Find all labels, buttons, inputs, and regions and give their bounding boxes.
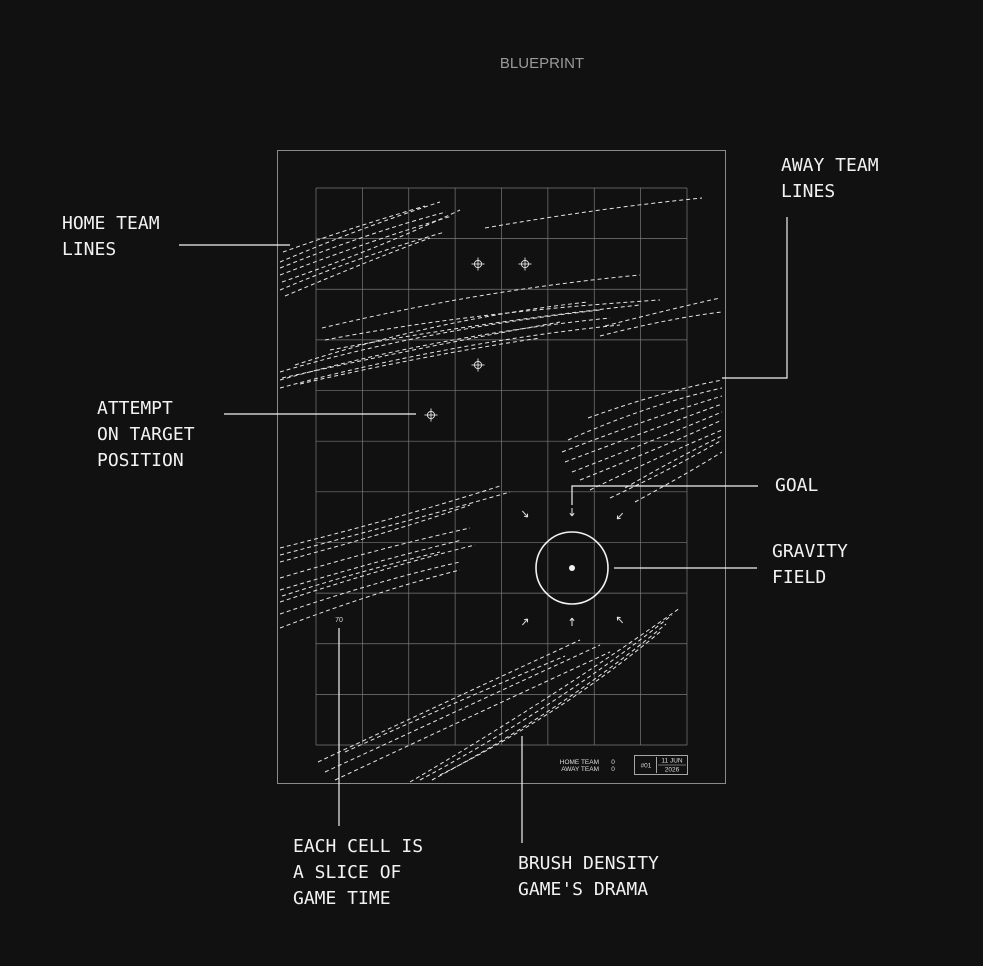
gravity-field-circle <box>535 531 609 605</box>
leader-lines <box>179 217 788 843</box>
gravity-field-annotation: GRAVITY FIELD <box>772 541 859 588</box>
goal-leader <box>571 485 758 505</box>
away-team-brush-lines <box>317 297 723 783</box>
home-team-lines-annotation: HOME TEAM LINES <box>62 213 170 260</box>
gravity-arrow <box>569 508 575 517</box>
away-team-brush-line <box>599 311 723 337</box>
home-team-brush-line <box>279 485 501 549</box>
home-team-brush-line <box>279 211 447 269</box>
attempt-marker <box>471 358 485 372</box>
home-team-brush-line <box>279 215 453 276</box>
home-team-brush-line <box>282 205 426 253</box>
away-team-label: AWAY TEAM <box>561 766 599 773</box>
home-score: 0 <box>611 759 615 766</box>
home-team-brush-line <box>294 301 589 366</box>
home-team-brush-line <box>279 544 476 603</box>
away-team-brush-line <box>431 623 667 781</box>
home-team-brush-line <box>484 197 703 229</box>
home-team-brush-line <box>299 337 541 385</box>
home-team-brush-line <box>279 561 461 615</box>
attempt-marker <box>471 257 485 271</box>
home-team-brush-line <box>284 237 431 297</box>
away-team-brush-line <box>634 451 723 503</box>
gravity-arrow <box>616 512 624 520</box>
away-team-brush-line <box>334 651 611 781</box>
home-team-brush-line <box>279 491 511 556</box>
goal-annotation: GOAL <box>775 475 819 496</box>
home-team-brush-line <box>279 201 441 263</box>
away-team-leader <box>722 217 788 379</box>
away-team-lines-annotation: AWAY TEAM LINES <box>781 155 889 202</box>
match-year: 2026 <box>665 767 680 774</box>
poster-frame <box>277 150 726 784</box>
home-team-brush-line <box>279 309 601 373</box>
away-team-brush-line <box>317 639 581 763</box>
away-team-brush-line <box>571 411 723 473</box>
gravity-field <box>535 531 609 605</box>
home-team-brush-line <box>279 231 446 291</box>
home-team-brush-line <box>279 527 471 579</box>
attempt-marker <box>424 408 438 422</box>
gravity-arrow <box>521 510 529 518</box>
match-date: 11 JUN <box>661 758 682 765</box>
home-team-brush-line <box>324 299 661 341</box>
minute-label: 70 <box>335 617 343 624</box>
away-team-brush-line <box>567 387 723 441</box>
home-team-brush-lines <box>279 197 703 629</box>
home-team-brush-line <box>279 539 463 591</box>
away-team-brush-line <box>419 614 673 781</box>
home-team-label: HOME TEAM <box>560 759 599 766</box>
match-number: #01 <box>641 763 652 770</box>
away-team-brush-line <box>589 429 723 491</box>
score-block: HOME TEAM AWAY TEAM 0 0 #01 11 JUN 2026 <box>560 755 688 775</box>
match-info-box <box>634 755 688 775</box>
home-team-brush-line <box>329 304 641 351</box>
gravity-arrow <box>569 617 575 626</box>
home-team-brush-line <box>279 504 471 563</box>
away-team-brush-line <box>344 655 566 753</box>
away-score: 0 <box>611 766 615 773</box>
gravity-arrow <box>616 616 624 624</box>
home-team-brush-line <box>279 317 611 381</box>
away-team-brush-line <box>587 379 723 419</box>
away-team-brush-line <box>604 297 721 327</box>
home-team-brush-line <box>281 321 561 379</box>
goal-dot <box>569 565 575 571</box>
away-team-brush-line <box>324 644 601 773</box>
away-team-brush-line <box>609 439 723 499</box>
home-team-brush-line <box>321 274 641 329</box>
attempt-marker <box>518 257 532 271</box>
gravity-arrows <box>521 508 624 626</box>
away-team-brush-line <box>579 419 723 481</box>
away-team-brush-line <box>624 435 723 489</box>
home-team-brush-line <box>281 209 461 283</box>
game-time-grid <box>315 187 688 746</box>
gravity-arrow <box>521 618 529 626</box>
home-team-brush-line <box>279 324 621 389</box>
away-team-brush-line <box>564 403 723 463</box>
attempt-markers <box>424 257 532 422</box>
attempt-on-target-annotation: ATTEMPT ON TARGET POSITION <box>97 398 205 471</box>
brush-density-annotation: BRUSH DENSITY GAME'S DRAMA <box>518 853 670 900</box>
home-team-brush-line <box>281 551 441 597</box>
page-title: BLUEPRINT <box>500 55 584 72</box>
away-team-brush-line <box>561 395 723 453</box>
away-team-brush-line <box>409 607 681 783</box>
home-team-brush-line <box>279 569 461 629</box>
cell-slice-annotation: EACH CELL IS A SLICE OF GAME TIME <box>293 836 434 909</box>
